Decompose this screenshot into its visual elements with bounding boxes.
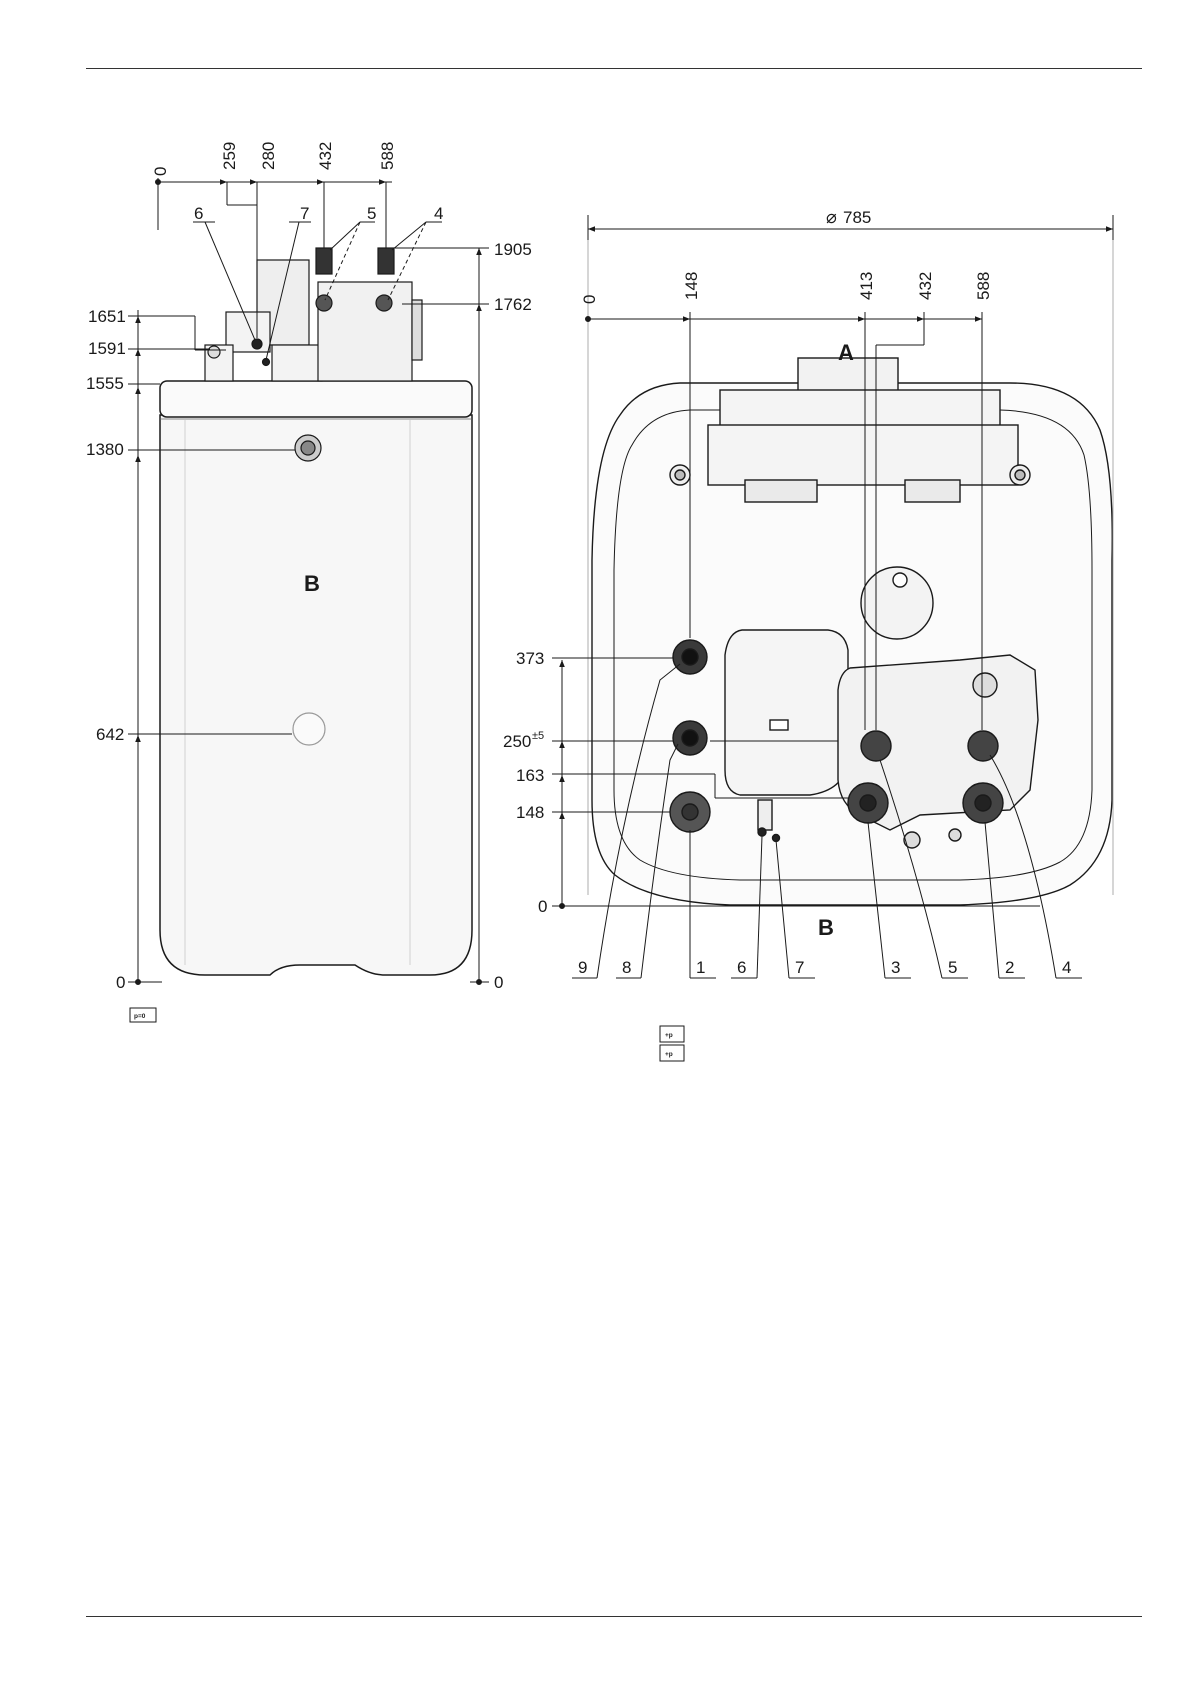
pressure-zero-symbol: p=0 (130, 1008, 156, 1022)
top-x-dim-labels: 0 148 413 432 588 (580, 272, 993, 304)
side-x-dim-0: 0 (151, 167, 170, 176)
top-y-dim-tolerance: ±5 (532, 730, 544, 742)
top-x-dim-0: 0 (580, 295, 599, 304)
pressure-zero-text: p=0 (134, 1013, 146, 1020)
tank-cap (160, 381, 472, 417)
side-callout-4: 4 (434, 204, 443, 223)
side-x-dim-259: 259 (220, 142, 239, 170)
top-diameter-value: 785 (843, 208, 871, 227)
side-callout-5: 5 (367, 204, 376, 223)
connector-4 (378, 248, 394, 274)
pressure-symbol-1: +p (665, 1032, 673, 1039)
top-callout-2: 2 (1005, 958, 1014, 977)
top-callout-6: 6 (737, 958, 746, 977)
side-y-dim-1651: 1651 (88, 307, 126, 326)
top-x-dim-432: 432 (916, 272, 935, 300)
top-diameter-label: ⌀ 785 (826, 207, 871, 227)
top-callout-1: 1 (696, 958, 705, 977)
side-y-dim-1380: 1380 (86, 440, 124, 459)
pressure-symbol-2: +p (665, 1051, 673, 1058)
side-y-dim-0-left: 0 (116, 973, 125, 992)
side-x-dim-588: 588 (378, 142, 397, 170)
side-callouts: 6 7 5 4 (194, 204, 443, 223)
top-callout-4: 4 (1062, 958, 1071, 977)
side-callout-7: 7 (300, 204, 309, 223)
side-view (160, 248, 472, 975)
side-view-label-b: B (304, 571, 320, 596)
side-x-dim-labels: 0 259 280 432 588 (151, 142, 397, 176)
top-y-dim-labels: 373 250 ±5 163 148 0 (503, 649, 547, 916)
side-x-dim-432: 432 (316, 142, 335, 170)
top-callout-8: 8 (622, 958, 631, 977)
top-y-dim-148: 148 (516, 803, 544, 822)
side-y-dim-1762: 1762 (494, 295, 532, 314)
top-callout-7: 7 (795, 958, 804, 977)
tank-body (160, 415, 472, 975)
connector-5 (316, 248, 332, 274)
conn-4 (968, 731, 998, 761)
side-y-dim-1591: 1591 (88, 339, 126, 358)
sensor-6 (252, 339, 262, 349)
top-y-dim-250: 250 (503, 732, 531, 751)
side-callout-6: 6 (194, 204, 203, 223)
top-x-dim-588: 588 (974, 272, 993, 300)
top-view (592, 358, 1112, 905)
top-y-dim-163: 163 (516, 766, 544, 785)
pump-module (318, 282, 412, 381)
side-y-dim-1555: 1555 (86, 374, 124, 393)
top-y-dim-0: 0 (538, 897, 547, 916)
top-x-dim-148: 148 (682, 272, 701, 300)
top-callout-3: 3 (891, 958, 900, 977)
top-callout-5: 5 (948, 958, 957, 977)
side-y-dim-642: 642 (96, 725, 124, 744)
side-x-dim-280: 280 (259, 142, 278, 170)
top-callout-9: 9 (578, 958, 587, 977)
side-y-dim-1905: 1905 (494, 240, 532, 259)
top-view-label-a: A (838, 340, 854, 365)
svg-text:⌀: ⌀ (826, 207, 837, 227)
pressure-symbols: +p +p (660, 1026, 684, 1061)
top-y-dim-373: 373 (516, 649, 544, 668)
conn-5 (861, 731, 891, 761)
top-x-dim-413: 413 (857, 272, 876, 300)
expansion-vessel (725, 630, 848, 795)
top-view-label-b: B (818, 915, 834, 940)
fitting-642 (293, 713, 325, 745)
side-y-dim-0-right: 0 (494, 973, 503, 992)
